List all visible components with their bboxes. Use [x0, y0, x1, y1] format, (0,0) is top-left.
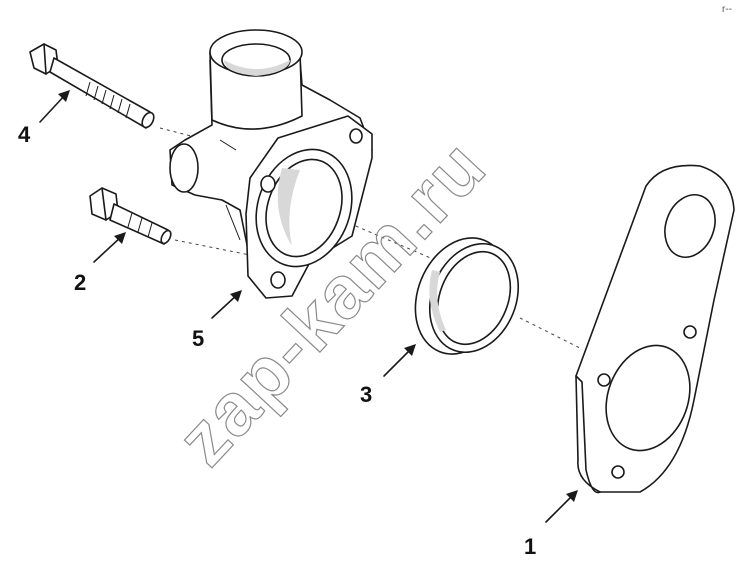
- part-1-gasket-plate: [575, 164, 735, 494]
- corner-mark: r--: [722, 4, 732, 15]
- leader-arrow-2: [93, 232, 126, 263]
- callout-4: 4: [18, 122, 31, 147]
- leader-arrow-3: [383, 344, 416, 377]
- part-4-long-bolt: [29, 43, 155, 129]
- part-5-outlet-housing: [169, 29, 373, 299]
- leader-arrow-1: [545, 490, 578, 523]
- callout-3: 3: [360, 382, 372, 407]
- leader-arrow-4: [39, 90, 70, 123]
- leader-arrows: [39, 90, 578, 523]
- part-2-short-bolt: [89, 187, 172, 245]
- callout-5: 5: [192, 326, 204, 351]
- callout-numbers: 4 2 5 3 1: [18, 122, 536, 559]
- part-3-seal-ring: [414, 237, 520, 355]
- callout-1: 1: [524, 534, 536, 559]
- callout-2: 2: [74, 270, 86, 295]
- leader-arrow-5: [211, 290, 242, 319]
